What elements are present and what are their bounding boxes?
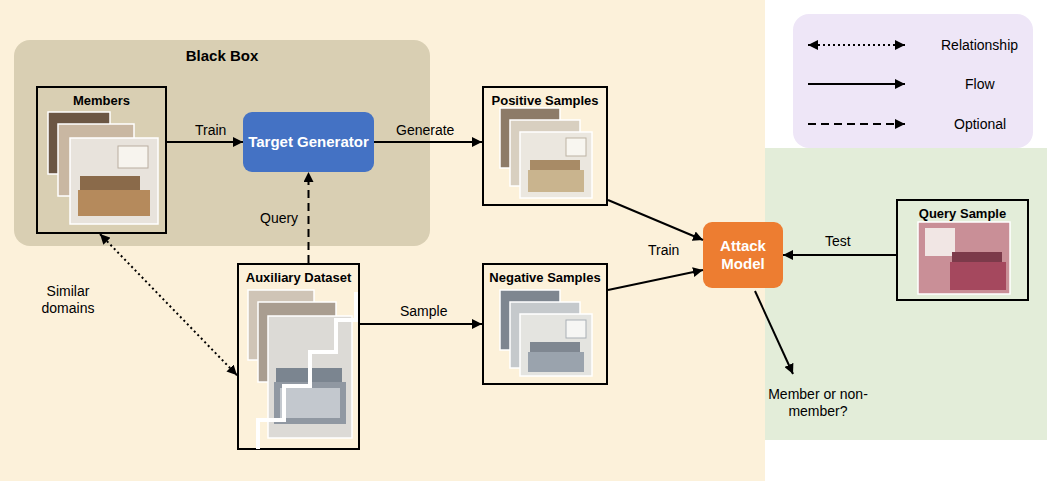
region-title: Black Box — [186, 47, 259, 64]
query-photo — [918, 222, 1010, 294]
legend-flow-sample — [808, 83, 905, 85]
flow-arrow — [783, 254, 896, 256]
negative-photos — [500, 290, 592, 376]
edge-label: Test — [825, 233, 851, 250]
members-photos — [48, 112, 158, 224]
flow-arrow — [608, 200, 703, 240]
box-label: Target Generator — [248, 133, 369, 151]
box-label: Negative Samples — [489, 270, 600, 285]
legend-text: Flow — [965, 76, 995, 93]
result-arrow — [755, 291, 793, 374]
edge-label: Train — [195, 122, 226, 139]
flow-arrow — [374, 141, 482, 143]
positive-photos — [500, 108, 592, 198]
box-label: Attack Model — [703, 237, 783, 273]
legend-optional-sample — [808, 123, 905, 125]
relationship-connector — [100, 234, 237, 375]
flow-arrow — [360, 323, 482, 325]
legend-text: Relationship — [941, 37, 1018, 54]
training-panel — [0, 0, 765, 481]
flow-arrow — [608, 270, 703, 290]
box-label: Auxiliary Dataset — [246, 270, 352, 285]
legend-relationship-sample — [808, 44, 905, 46]
edge-label: Similar domains — [32, 283, 104, 317]
optional-connector — [308, 172, 310, 263]
box-label: Query Sample — [919, 206, 1006, 221]
attack-box: Attack Model — [703, 222, 783, 288]
flow-arrow — [167, 141, 243, 143]
auxiliary-photos — [248, 290, 352, 438]
box-label: Positive Samples — [492, 93, 599, 108]
generator-box: Target Generator — [243, 112, 374, 172]
edge-label: Sample — [400, 303, 447, 320]
legend-panel — [793, 14, 1033, 148]
edge-label: Generate — [396, 122, 454, 139]
legend-text: Optional — [954, 116, 1006, 133]
edge-label: Query — [260, 210, 298, 227]
split-line — [258, 292, 356, 449]
edge-label: Train — [648, 242, 679, 259]
testing-panel — [765, 148, 1047, 440]
result-label: Member or non-member? — [766, 386, 870, 420]
box-label: Members — [73, 93, 130, 108]
